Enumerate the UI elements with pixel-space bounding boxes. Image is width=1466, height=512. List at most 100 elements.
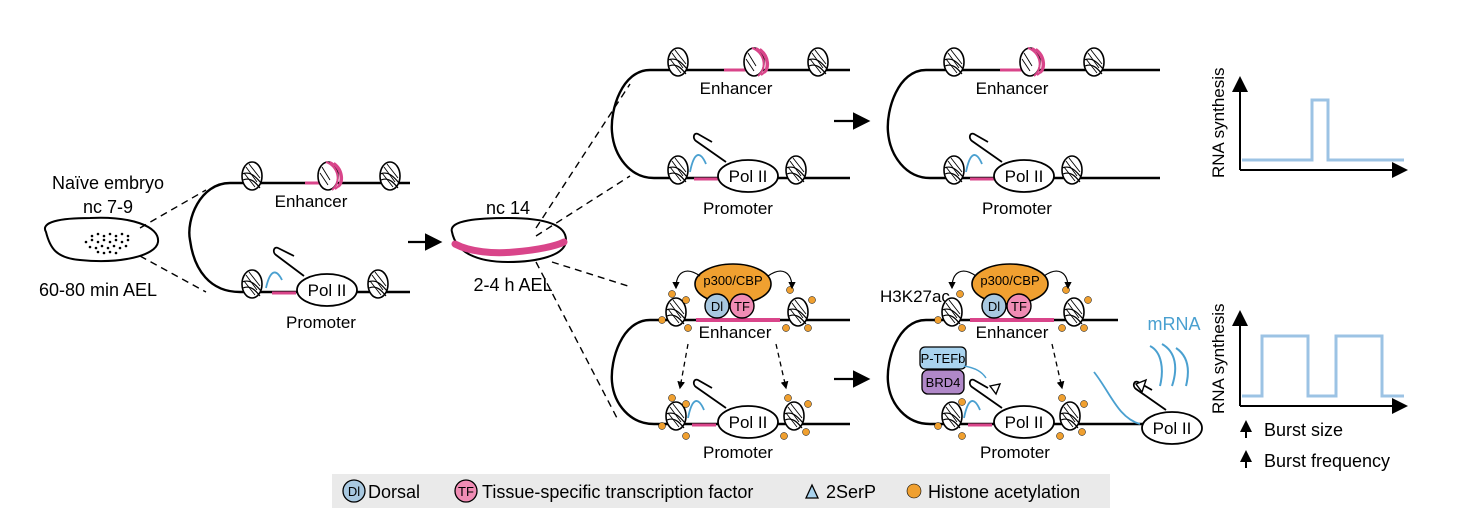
- tf-factor: [729, 293, 755, 319]
- nucleosome: [1059, 401, 1081, 431]
- zoom-line: [535, 83, 631, 229]
- ptefb-box: [919, 346, 967, 370]
- nascent-rna: [1093, 371, 1141, 425]
- zoom-line: [535, 261, 619, 421]
- promoter-label: Promoter: [703, 199, 773, 218]
- nucleosome: [943, 155, 965, 185]
- nucleosome: [241, 161, 263, 191]
- dorsal-label: Dl: [711, 299, 723, 314]
- nc14-time: 2-4 h AEL: [473, 275, 552, 295]
- promoter-label: Promoter: [982, 199, 1052, 218]
- tf-legend-icon: [454, 479, 478, 503]
- acetylation-marks: [934, 394, 1088, 440]
- nascent-rna: [265, 271, 283, 289]
- enhancer-label: Enhancer: [976, 79, 1049, 98]
- dna-loop: [610, 68, 850, 180]
- nuclei-dots: [84, 232, 130, 255]
- enhancer-label: Enhancer: [700, 79, 773, 98]
- tf-legend-abbr: TF: [458, 484, 474, 499]
- naive-embryo-shape: [43, 216, 160, 263]
- pol-ii: Pol II: [968, 132, 1055, 193]
- tf-legend-label: Tissue-specific transcription factor: [482, 482, 753, 502]
- tf-label: TF: [734, 299, 750, 314]
- nucleosome: [807, 47, 829, 77]
- acetylation-marks: [658, 394, 812, 440]
- dorsal-legend-icon: [342, 479, 366, 503]
- burst-trace: [1242, 334, 1404, 398]
- enhancer-nucleosome: [1019, 47, 1046, 77]
- pol-ii: Pol II: [272, 246, 358, 307]
- tf-label: TF: [1011, 299, 1027, 314]
- dorsal-legend-label: Dorsal: [368, 482, 420, 502]
- nucleosome: [941, 401, 963, 431]
- mrna-strands: [1149, 343, 1189, 387]
- naive-time: 60-80 min AEL: [39, 280, 157, 300]
- brd4-box: [921, 369, 965, 395]
- 2serp-legend-label: 2SerP: [826, 482, 876, 502]
- nucleosome: [1083, 47, 1105, 77]
- 2serp-legend-icon: [804, 483, 820, 499]
- contact-arrow: [677, 343, 689, 390]
- acetylation-arrow: [672, 270, 701, 290]
- acetylation-legend-icon: [906, 483, 922, 499]
- burst-frequency-label: Burst frequency: [1264, 451, 1390, 471]
- legend: Dl Dorsal TF Tissue-specific transcripti…: [332, 474, 1110, 508]
- nucleosome: [367, 269, 389, 299]
- p300-cbp-complex: p300/CBP Dl TF: [694, 263, 772, 319]
- burst-size-label: Burst size: [1264, 420, 1343, 440]
- nascent-rna: [965, 154, 983, 173]
- acetylation-marks: [934, 286, 1092, 332]
- pol-ii-label: Pol II: [1005, 167, 1044, 186]
- dorsal-legend-abbr: Dl: [348, 484, 360, 499]
- dna-loop: [886, 318, 1150, 426]
- rna-synthesis-plot-bottom: RNA synthesis: [1209, 303, 1408, 414]
- enhancer-nucleosome: [743, 47, 770, 77]
- burst-size-annotation: Burst size: [1240, 420, 1343, 440]
- brd4-label: BRD4: [926, 375, 961, 390]
- expression-domain: [451, 238, 568, 257]
- dna-loop: [610, 318, 850, 426]
- active-state-panel: p300/CBP Dl TF Enhancer Pol II Promoter: [610, 263, 1408, 471]
- zoom-line: [139, 189, 207, 229]
- nascent-rna: [687, 400, 705, 419]
- 2serp-mark: [988, 383, 1002, 396]
- nucleosome: [667, 155, 689, 185]
- p300-cbp-label: p300/CBP: [703, 273, 762, 288]
- promoter-label: Promoter: [980, 443, 1050, 462]
- acetylation-legend-label: Histone acetylation: [928, 482, 1080, 502]
- h3k27ac-label: H3K27ac: [880, 287, 950, 306]
- acetylation-arrow: [767, 270, 796, 290]
- nucleosome: [667, 47, 689, 77]
- dorsal-factor: [981, 293, 1007, 319]
- nucleosome: [1063, 297, 1085, 327]
- nucleosome: [1061, 155, 1083, 185]
- enhancer-label: Enhancer: [976, 323, 1049, 342]
- naive-title-line2: nc 7-9: [83, 197, 133, 217]
- zoom-line: [535, 175, 631, 237]
- contact-arrow: [1051, 343, 1065, 390]
- enhancer-label: Enhancer: [275, 192, 348, 211]
- dorsal-label: Dl: [988, 299, 1000, 314]
- pol-ii: Pol II: [968, 378, 1055, 439]
- pol-ii-elongating: Pol II: [1132, 378, 1203, 445]
- tf-factor: [1006, 293, 1032, 319]
- zoom-line: [551, 261, 629, 287]
- nucleosome: [943, 47, 965, 77]
- pol-ii-label: Pol II: [1153, 419, 1192, 438]
- naive-embryo-panel: Naïve embryo nc 7-9 60-80 min AEL Enhanc…: [39, 161, 410, 332]
- ptefb-label: P-TEFb: [921, 351, 966, 366]
- nc14-embryo-panel: nc 14 2-4 h AEL: [450, 83, 631, 421]
- burst-frequency-annotation: Burst frequency: [1240, 450, 1390, 471]
- p300-cbp-complex: p300/CBP Dl TF: [971, 263, 1049, 319]
- acetylation-arrow: [948, 270, 977, 290]
- nucleosome: [783, 401, 805, 431]
- p300-cbp-label: p300/CBP: [980, 273, 1039, 288]
- pol-ii: Pol II: [692, 378, 779, 439]
- ptefb-brd4-complex: P-TEFb BRD4: [919, 346, 987, 395]
- nascent-rna: [689, 154, 707, 173]
- nascent-rna: [963, 400, 981, 419]
- pol-ii: Pol II: [692, 132, 779, 193]
- nucleosome: [941, 297, 963, 327]
- y-axis-label: RNA synthesis: [1209, 303, 1228, 414]
